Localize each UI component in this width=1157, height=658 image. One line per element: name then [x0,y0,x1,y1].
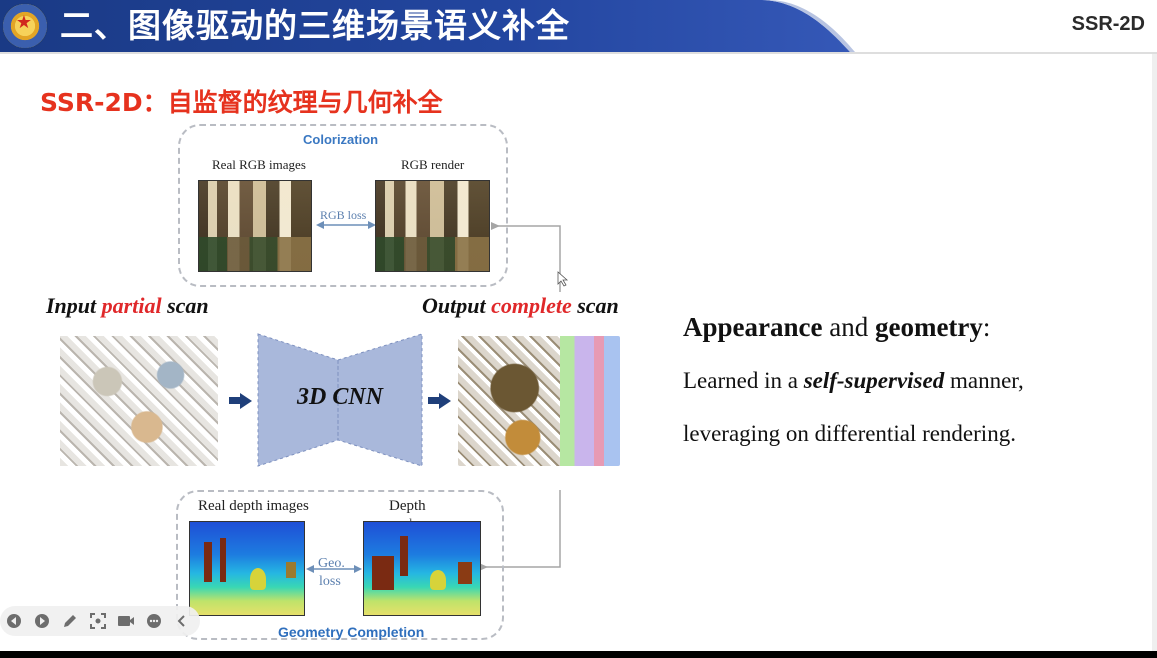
summary-heading: Appearance and geometry: [683,312,990,343]
real-rgb-image [198,180,312,272]
geometry-panel [176,490,504,640]
geometry-title: Geometry Completion [278,624,425,640]
colorization-panel [178,124,508,287]
depth-render-label-1: Depth [389,498,426,514]
geometry-word: geometry [874,312,983,342]
real-rgb-label: Real RGB images [212,157,306,172]
input-label-suffix: scan [161,293,209,318]
next-icon[interactable] [32,611,52,631]
header-divider [0,52,1157,54]
bottom-black-bar [0,651,1157,658]
title-banner [0,0,855,52]
appearance-word: Appearance [683,312,823,342]
slide-header: ★ 二、图像驱动的三维场景语义补全 SSR-2D [0,0,1157,52]
output-label-accent: complete [491,293,572,318]
more-icon[interactable] [144,611,164,631]
output-complete-scan-image [458,336,620,466]
scrollbar[interactable] [1152,54,1157,651]
cnn-network-shape [257,333,423,467]
arrow-in-shaft [229,397,241,404]
colon: : [982,312,991,342]
and-word: and [822,312,875,342]
star-icon: ★ [15,12,33,32]
rgb-render-label: RGB render [401,157,465,172]
input-label-accent: partial [101,293,162,318]
line2-suffix: manner, [944,368,1024,393]
cnn-label: 3D CNN [296,384,383,410]
output-scan-label: Output complete scan [422,293,619,319]
real-depth-image [189,521,305,616]
self-supervised-text: self-supervised [803,368,945,393]
summary-line-3: leveraging on differential rendering. [683,421,1016,446]
output-label-text: Output [422,293,492,318]
prev-icon[interactable] [4,611,24,631]
screenshot-icon[interactable] [88,611,108,631]
rgb-loss-label: RGB loss [320,208,367,222]
camera-icon[interactable] [116,611,136,631]
input-partial-scan-image [60,336,218,466]
depth-render-image [363,521,481,616]
slide-title: 二、图像驱动的三维场景语义补全 [60,6,570,45]
arrow-right-icon [240,393,252,409]
rgb-render-image [375,180,490,272]
summary-line-2: Learned in a self-supervised manner, [683,368,1024,394]
collapse-icon[interactable] [172,611,192,631]
presentation-toolbar [0,606,200,636]
slide-subtitle: SSR-2D：自监督的纹理与几何补全 [40,88,443,117]
output-label-suffix: scan [571,293,619,318]
geo-loss-label-2: loss [319,574,341,589]
geo-loss-label-1: Geo. [318,556,345,571]
input-label-text: Input [46,293,102,318]
input-scan-label: Input partial scan [46,293,209,319]
arrow-right-icon [439,393,451,409]
line2-prefix: Learned in a [683,368,804,393]
real-depth-label: Real depth images [198,498,309,514]
section-tag: SSR-2D [1071,13,1145,35]
pen-icon[interactable] [60,611,80,631]
colorization-title: Colorization [303,132,379,147]
arrow-out-shaft [428,397,440,404]
university-logo [3,4,47,48]
